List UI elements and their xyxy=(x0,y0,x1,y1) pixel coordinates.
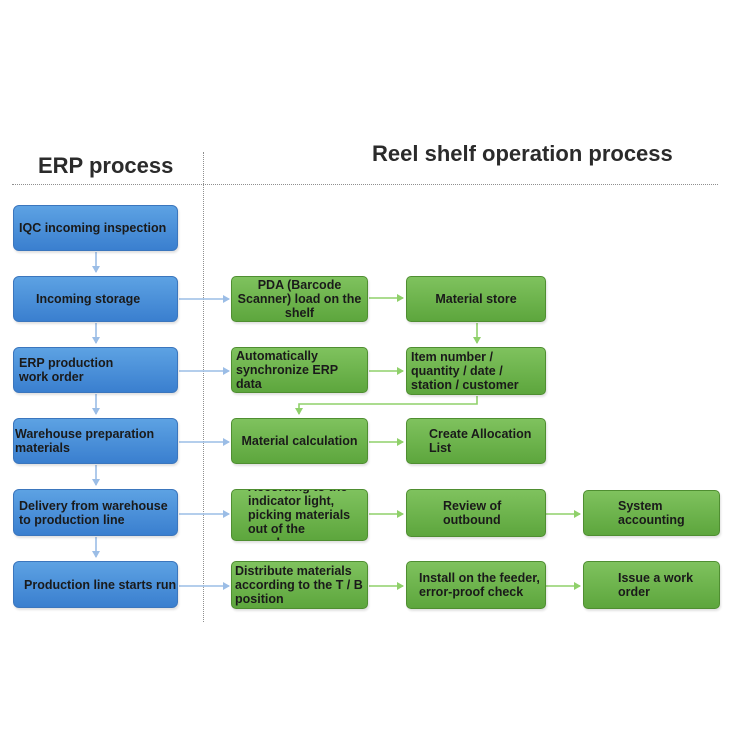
material-calculation-box: Material calculation xyxy=(231,418,368,464)
incoming-storage-box: Incoming storage xyxy=(13,276,178,322)
system-accounting-box: System accounting xyxy=(583,490,720,536)
material-store-box: Material store xyxy=(406,276,546,322)
delivery-from-warehouse-label: Delivery from warehouse to production li… xyxy=(19,498,168,527)
issue-work-order-label: Issue a work order xyxy=(618,571,694,599)
production-line-starts-box: Production line starts run xyxy=(13,561,178,608)
header-divider-horizontal xyxy=(12,184,718,185)
item-info-label: Item number / quantity / date / station … xyxy=(411,350,519,392)
install-feeder-label: Install on the feeder, error-proof check xyxy=(419,571,540,599)
material-store-label: Material store xyxy=(435,292,517,306)
iqc-incoming-inspection-box: IQC incoming inspection xyxy=(13,205,178,251)
create-allocation-list-box: Create Allocation List xyxy=(406,418,546,464)
issue-work-order-box: Issue a work order xyxy=(583,561,720,609)
review-outbound-box: Review of outbound xyxy=(406,489,546,537)
incoming-storage-label: Incoming storage xyxy=(36,292,141,306)
delivery-from-warehouse-box: Delivery from warehouse to production li… xyxy=(13,489,178,536)
erp-production-work-order-box: ERP production work order xyxy=(13,347,178,393)
iqc-incoming-inspection-label: IQC incoming inspection xyxy=(19,221,167,235)
item-info-box: Item number / quantity / date / station … xyxy=(406,347,546,395)
indicator-light-picking-label: According to the indicator light, pickin… xyxy=(248,490,351,540)
production-line-starts-label: Production line starts run xyxy=(24,577,177,592)
column-divider-vertical xyxy=(203,152,204,622)
auto-sync-erp-box: Automatically synchronize ERP data xyxy=(231,347,368,393)
material-calculation-label: Material calculation xyxy=(241,434,358,448)
distribute-materials-box: Distribute materials according to the T … xyxy=(231,561,368,609)
auto-sync-erp-label: Automatically synchronize ERP data xyxy=(236,349,338,391)
erp-process-header: ERP process xyxy=(38,153,174,178)
erp-production-work-order-label: ERP production work order xyxy=(19,356,114,384)
install-feeder-box: Install on the feeder, error-proof check xyxy=(406,561,546,609)
indicator-light-picking-box: According to the indicator light, pickin… xyxy=(231,489,368,541)
create-allocation-list-label: Create Allocation List xyxy=(429,427,532,455)
pda-load-shelf-box: PDA (Barcode Scanner) load on the shelf xyxy=(231,276,368,322)
warehouse-preparation-label: Warehouse preparation materials xyxy=(15,427,155,455)
arrow-item-info-to-calc xyxy=(295,396,478,415)
warehouse-preparation-box: Warehouse preparation materials xyxy=(13,418,178,464)
system-accounting-label: System accounting xyxy=(618,499,685,527)
distribute-materials-label: Distribute materials according to the T … xyxy=(235,564,363,606)
review-outbound-label: Review of outbound xyxy=(443,499,502,527)
pda-load-shelf-label: PDA (Barcode Scanner) load on the shelf xyxy=(237,278,362,320)
reel-shelf-process-header: Reel shelf operation process xyxy=(372,141,673,166)
